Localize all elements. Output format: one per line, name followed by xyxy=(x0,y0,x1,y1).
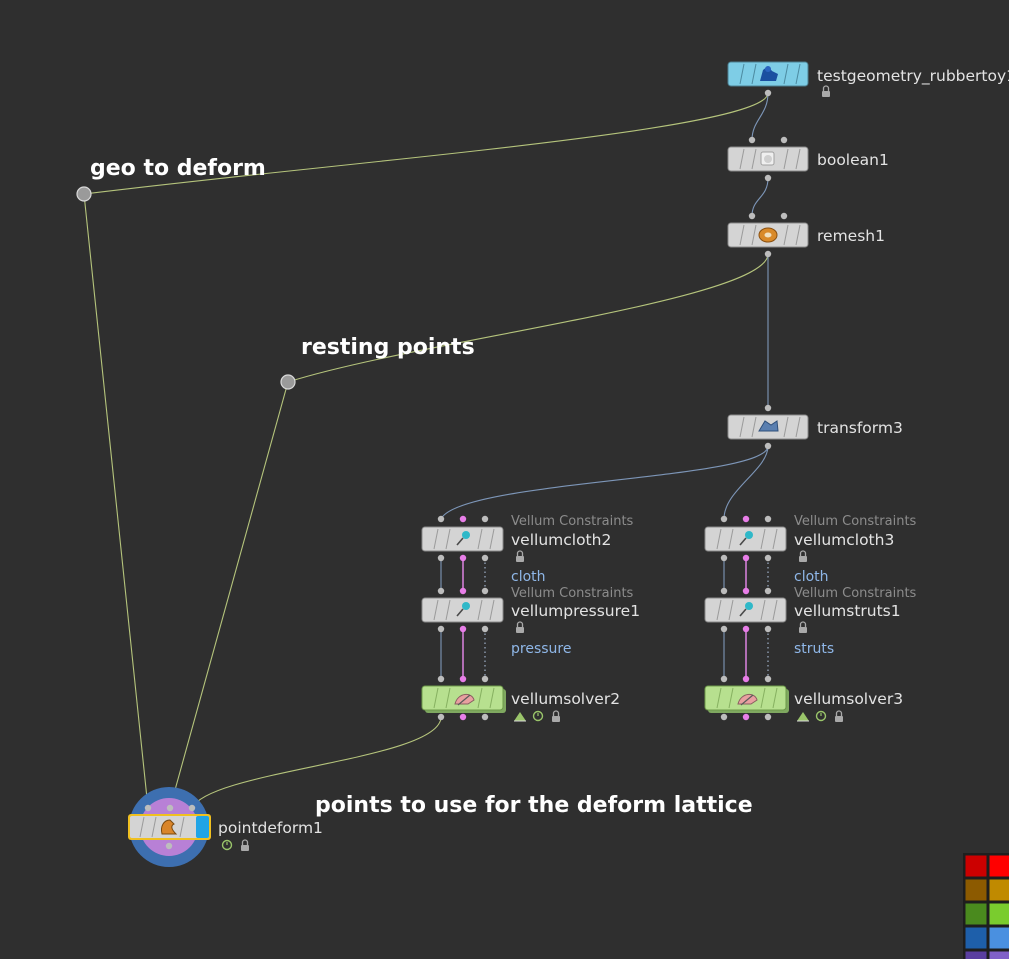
wire-transform-to-vellumcloth2[interactable] xyxy=(440,445,769,520)
lock-icon[interactable] xyxy=(799,550,807,562)
palette-swatch[interactable] xyxy=(964,854,988,878)
palette-swatch[interactable] xyxy=(988,950,1009,959)
sticky-geo-to-deform[interactable]: geo to deform xyxy=(90,156,266,181)
lock-icon[interactable] xyxy=(241,839,249,851)
wires xyxy=(83,92,769,809)
node-label: vellumcloth2 xyxy=(511,531,611,549)
palette-swatch[interactable] xyxy=(988,902,1009,926)
node-vellumcloth3[interactable]: Vellum Constraints vellumcloth3 cloth xyxy=(704,514,917,585)
vellum-pin-icon xyxy=(739,602,753,617)
wire-boolean-to-remesh[interactable] xyxy=(751,177,769,217)
node-label: vellumsolver2 xyxy=(511,690,620,708)
node-tag: struts xyxy=(794,641,834,657)
geo-dot[interactable] xyxy=(76,186,92,202)
node-label: testgeometry_rubbertoy1 xyxy=(817,67,1009,86)
vellum-solver-icon xyxy=(737,694,758,706)
node-type: Vellum Constraints xyxy=(511,514,634,529)
wire-rubbertoy-to-dot[interactable] xyxy=(83,92,769,195)
node-label: vellumsolver3 xyxy=(794,690,903,708)
transform-icon xyxy=(758,420,779,432)
cook-flag-icon[interactable] xyxy=(514,712,526,722)
node-vellumpressure1[interactable]: Vellum Constraints vellumpressure1 press… xyxy=(421,586,640,657)
node-label: vellumpressure1 xyxy=(511,602,640,620)
time-dependent-icon[interactable] xyxy=(815,710,827,722)
lock-icon[interactable] xyxy=(552,710,560,722)
wire-vellumsolver2-to-pointdeform-in2[interactable] xyxy=(191,716,442,809)
node-tag: cloth xyxy=(511,569,546,585)
node-label: transform3 xyxy=(817,419,903,437)
lock-icon[interactable] xyxy=(835,710,843,722)
vellum-pin-icon xyxy=(456,602,470,617)
palette-swatch[interactable] xyxy=(988,854,1009,878)
node-tag: pressure xyxy=(511,641,571,657)
node-label: pointdeform1 xyxy=(218,819,323,837)
cook-flag-icon[interactable] xyxy=(797,712,809,722)
node-vellumsolver2[interactable]: vellumsolver2 xyxy=(421,675,620,722)
node-remesh1[interactable]: remesh1 xyxy=(727,212,885,258)
node-testgeometry-rubbertoy1[interactable]: testgeometry_rubbertoy1 xyxy=(727,61,1009,97)
node-label: boolean1 xyxy=(817,151,889,169)
node-transform3[interactable]: transform3 xyxy=(727,404,903,450)
vellum-pin-icon xyxy=(739,531,753,546)
node-type: Vellum Constraints xyxy=(794,514,917,529)
wire-remesh-to-dot[interactable] xyxy=(287,253,769,383)
wire-transform-to-vellumcloth3[interactable] xyxy=(723,445,769,520)
wire-dot-to-pointdeform-in1[interactable] xyxy=(169,381,289,809)
node-boolean1[interactable]: boolean1 xyxy=(727,136,889,182)
palette-swatch[interactable] xyxy=(964,902,988,926)
resting-dot[interactable] xyxy=(280,374,296,390)
palette-swatch[interactable] xyxy=(988,878,1009,902)
palette-swatch[interactable] xyxy=(964,926,988,950)
time-dependent-icon[interactable] xyxy=(221,839,233,851)
node-type: Vellum Constraints xyxy=(794,586,917,601)
node-vellumstruts1[interactable]: Vellum Constraints vellumstruts1 struts xyxy=(704,586,917,657)
wire-dot-to-pointdeform-in0[interactable] xyxy=(83,193,149,809)
sticky-lattice-points[interactable]: points to use for the deform lattice xyxy=(315,793,753,818)
vellum-solver-icon xyxy=(454,694,475,706)
color-palette[interactable] xyxy=(963,853,1009,959)
pointdeform-icon xyxy=(161,819,178,835)
node-label: remesh1 xyxy=(817,227,885,245)
time-dependent-icon[interactable] xyxy=(532,710,544,722)
wire-rubbertoy-to-boolean[interactable] xyxy=(751,92,769,141)
lock-icon[interactable] xyxy=(516,621,524,633)
rubbertoy-icon xyxy=(760,66,778,81)
lock-icon[interactable] xyxy=(516,550,524,562)
sticky-resting-points[interactable]: resting points xyxy=(301,335,475,360)
node-tag: cloth xyxy=(794,569,829,585)
lock-icon[interactable] xyxy=(799,621,807,633)
lock-icon[interactable] xyxy=(822,85,830,97)
node-label: vellumstruts1 xyxy=(794,602,901,620)
node-type: Vellum Constraints xyxy=(511,586,634,601)
palette-swatch[interactable] xyxy=(988,926,1009,950)
node-label: vellumcloth3 xyxy=(794,531,894,549)
vellum-pin-icon xyxy=(456,531,470,546)
palette-swatch[interactable] xyxy=(964,878,988,902)
node-vellumsolver3[interactable]: vellumsolver3 xyxy=(704,675,903,722)
boolean-icon xyxy=(760,151,775,166)
palette-swatch[interactable] xyxy=(964,950,988,959)
remesh-icon xyxy=(758,227,778,243)
node-pointdeform1[interactable]: pointdeform1 xyxy=(128,787,323,867)
node-vellumcloth2[interactable]: Vellum Constraints vellumcloth2 cloth xyxy=(421,514,634,585)
display-flag[interactable] xyxy=(196,816,209,838)
